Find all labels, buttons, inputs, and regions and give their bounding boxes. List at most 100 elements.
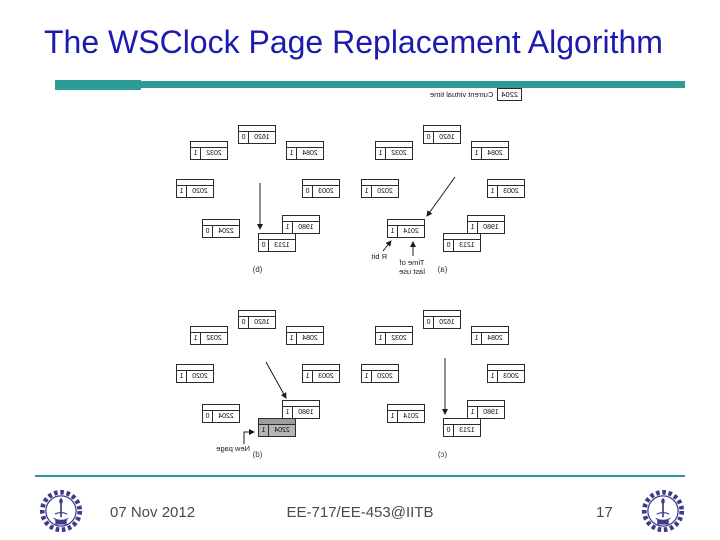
footer-divider-line — [35, 475, 685, 477]
r-bit-cell: 1 — [289, 150, 294, 157]
time-of-last-use-cell: 2003 — [312, 371, 339, 382]
footer-page-number: 17 — [596, 504, 613, 521]
time-of-last-use-cell: 2084 — [296, 333, 323, 344]
current-virtual-time-value: 2204 — [497, 88, 522, 101]
time-of-last-use-cell: 2084 — [481, 333, 508, 344]
title-underline-bar — [55, 81, 685, 88]
r-bit-cell: 0 — [446, 242, 451, 249]
time-of-last-use-cell: 2020 — [371, 371, 398, 382]
panel-label-d: (d) — [252, 450, 263, 459]
time-of-last-use-cell: 2020 — [186, 371, 213, 382]
r-bit-cell: 1 — [470, 409, 475, 416]
r-bit-cell: 1 — [285, 409, 290, 416]
time-of-last-use-cell: 2020 — [371, 186, 398, 197]
r-bit-cell: 1 — [378, 150, 383, 157]
r-bit-cell: 1 — [289, 335, 294, 342]
time-of-last-use-cell: 2032 — [385, 333, 412, 344]
time-of-last-use-cell: 1213 — [453, 425, 480, 436]
panel-label-b: (b) — [252, 265, 263, 274]
time-of-last-use-cell: 2014 — [397, 226, 424, 237]
time-of-last-use-cell: 2032 — [385, 148, 412, 159]
r-bit-cell: 1 — [305, 373, 310, 380]
r-bit-cell: 1 — [179, 188, 184, 195]
time-of-last-use-cell: 2003 — [497, 371, 524, 382]
r-bit-cell: 1 — [193, 335, 198, 342]
r-bit-cell: 1 — [490, 188, 495, 195]
r-bit-cell: 1 — [364, 188, 369, 195]
r-bit-label: R bit — [371, 252, 387, 261]
time-of-last-use-cell: 1620 — [248, 317, 275, 328]
time-of-last-use-cell: 1213 — [453, 240, 480, 251]
panel-label-a: (a) — [437, 265, 448, 274]
institute-logo-right — [641, 489, 685, 533]
time-of-last-use-cell: 1980 — [477, 407, 504, 418]
institute-logo-left — [39, 489, 83, 533]
r-bit-cell: 1 — [285, 224, 290, 231]
r-bit-cell: 1 — [390, 413, 395, 420]
r-bit-cell: 1 — [179, 373, 184, 380]
r-bit-cell: 0 — [446, 427, 451, 434]
time-of-last-use-cell: 2084 — [296, 148, 323, 159]
time-of-last-use-cell: 2020 — [186, 186, 213, 197]
r-bit-cell: 1 — [261, 427, 266, 434]
time-of-last-use-cell: 2032 — [200, 333, 227, 344]
r-bit-cell: 0 — [205, 413, 210, 420]
r-bit-cell: 1 — [390, 228, 395, 235]
time-of-last-use-cell: 1980 — [477, 222, 504, 233]
current-virtual-time-label: Current virtual time — [429, 90, 494, 99]
time-of-last-use-cell: 2204 — [212, 226, 239, 237]
time-of-last-use-cell: 1620 — [433, 317, 460, 328]
r-bit-cell: 0 — [426, 319, 431, 326]
r-bit-cell: 0 — [205, 228, 210, 235]
r-bit-cell: 1 — [378, 335, 383, 342]
r-bit-cell: 1 — [490, 373, 495, 380]
r-bit-cell: 1 — [474, 150, 479, 157]
time-of-last-use-cell: 1980 — [292, 407, 319, 418]
r-bit-cell: 0 — [261, 242, 266, 249]
r-bit-cell: 0 — [305, 188, 310, 195]
time-of-last-use-cell: 2032 — [200, 148, 227, 159]
time-of-last-use-cell: 2014 — [397, 411, 424, 422]
r-bit-cell: 1 — [474, 335, 479, 342]
r-bit-cell: 0 — [241, 134, 246, 141]
panel-label-c: (c) — [437, 450, 448, 459]
current-virtual-time: 2204 Current virtual time — [430, 88, 522, 101]
time-of-last-use-cell: 2084 — [481, 148, 508, 159]
time-of-last-use-cell: 2204 — [268, 425, 295, 436]
r-bit-cell: 1 — [364, 373, 369, 380]
footer-course: EE-717/EE-453@IITB — [286, 504, 434, 521]
time-of-last-use-cell: 1620 — [248, 132, 275, 143]
page-title: The WSClock Page Replacement Algorithm — [44, 24, 663, 60]
r-bit-cell: 1 — [470, 224, 475, 231]
